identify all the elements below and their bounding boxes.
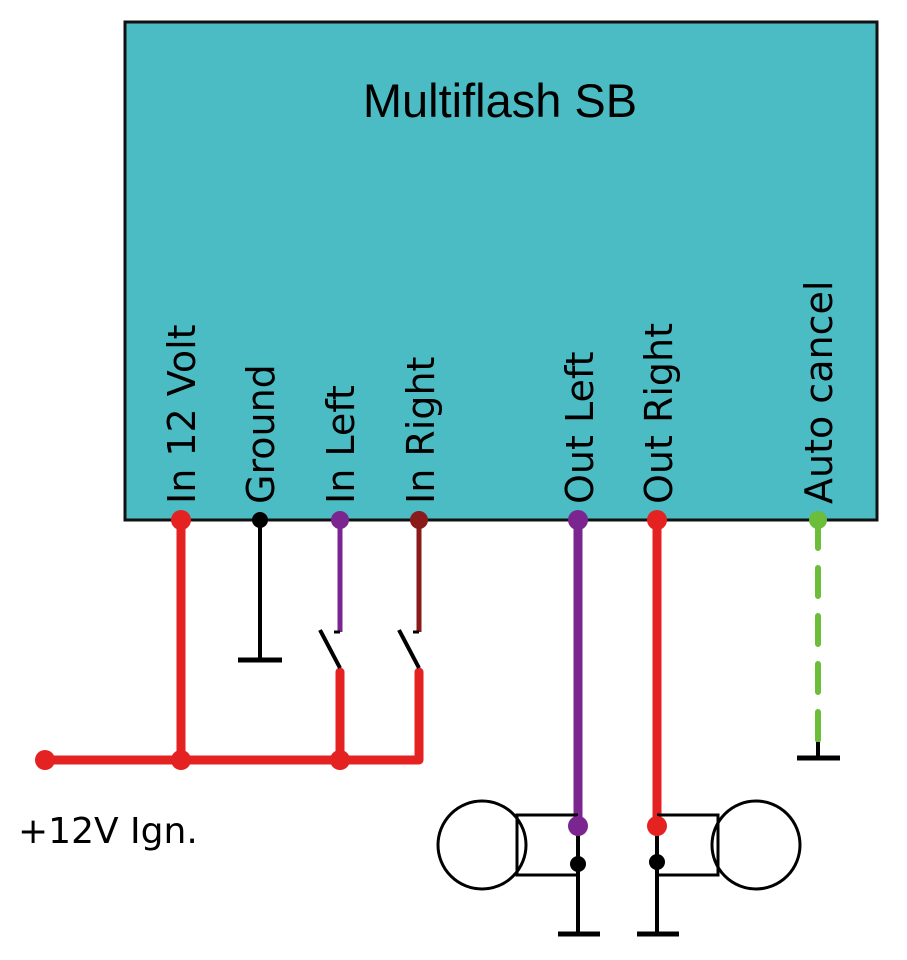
- supply-label: +12V Ign.: [18, 811, 198, 852]
- auto-cancel-wiring: [797, 517, 840, 761]
- lamp-bulb: [710, 799, 802, 891]
- ground-pin-wiring: [238, 520, 282, 663]
- switch-lever: [397, 629, 421, 669]
- junction-dot-left-lamp-ground: [570, 856, 586, 872]
- junction-dot-out-right: [647, 816, 667, 836]
- junction-dot-out-left: [568, 816, 588, 836]
- right-switch: [397, 520, 422, 669]
- left-switch: [318, 520, 343, 669]
- supply-wiring: [40, 515, 424, 765]
- module-box: [123, 20, 879, 522]
- supply-terminal-dot: [35, 750, 55, 770]
- lamp-bulb: [436, 799, 528, 891]
- pin-dot-out-left: [568, 510, 588, 530]
- junction-dot-right-lamp-ground: [649, 854, 665, 870]
- pin-label-in-left: In Left: [319, 385, 363, 504]
- pin-label-in-12-volt: In 12 Volt: [160, 324, 204, 504]
- right-lamp: [637, 799, 802, 937]
- switch-lever: [318, 629, 342, 669]
- pin-label-out-right: Out Right: [637, 323, 681, 504]
- pin-label-out-left: Out Left: [558, 352, 602, 504]
- left-lamp: [436, 799, 600, 937]
- pin-dot-out-right: [647, 510, 667, 530]
- pin-dot-in-left: [331, 511, 349, 529]
- supply-bus: [40, 667, 424, 765]
- junction-dot-bus-left: [330, 750, 350, 770]
- junction-dot-bus-12v: [171, 750, 191, 770]
- pin-dot-auto-cancel: [809, 511, 827, 529]
- pin-dot-ground: [252, 512, 268, 528]
- module-title: Multiflash SB: [363, 74, 637, 127]
- pin-label-auto-cancel: Auto cancel: [797, 281, 841, 504]
- pin-dot-in-right: [410, 511, 428, 529]
- pin-dot-in-12-volt: [171, 510, 191, 530]
- pin-label-ground: Ground: [239, 364, 283, 504]
- pin-label-in-right: In Right: [399, 357, 443, 504]
